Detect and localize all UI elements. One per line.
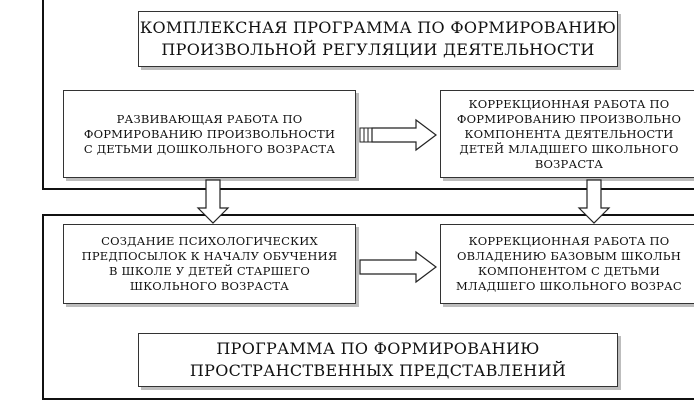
arrow-down-icon-left (196, 179, 230, 224)
correction-basic-line-2: ОВЛАДЕНИЮ БАЗОВЫМ ШКОЛЬН (457, 249, 681, 263)
bottom-title-line-1: ПРОГРАММА ПО ФОРМИРОВАНИЮ (216, 339, 540, 358)
correction-activity-box: КОРРЕКЦИОННАЯ РАБОТА ПО ФОРМИРОВАНИЮ ПРО… (440, 90, 694, 178)
bottom-frame (42, 214, 694, 400)
correction-basic-line-3: КОМПОНЕНТОМ С ДЕТЬМИ (478, 264, 660, 278)
correction-activity-line-3: КОМПОНЕНТА ДЕЯТЕЛЬНОСТИ (464, 126, 674, 141)
top-title-line-2: ПРОИЗВОЛЬНОЙ РЕГУЛЯЦИИ ДЕЯТЕЛЬНОСТИ (161, 40, 595, 59)
prerequisites-line-3: В ШКОЛЕ У ДЕТЕЙ СТАРШЕГО (109, 264, 310, 278)
prerequisites-line-2: ПРЕДПОСЫЛОК К НАЧАЛУ ОБУЧЕНИЯ (81, 249, 338, 263)
correction-activity-line-4: ДЕТЕЙ МЛАДШЕГО ШКОЛЬНОГО (459, 141, 679, 156)
prerequisites-line-1: СОЗДАНИЕ ПСИХОЛОГИЧЕСКИХ (101, 234, 318, 248)
preschool-line-2: ФОРМИРОВАНИЮ ПРОИЗВОЛЬНОСТИ (83, 126, 336, 141)
psych-prerequisites-box: СОЗДАНИЕ ПСИХОЛОГИЧЕСКИХ ПРЕДПОСЫЛОК К Н… (63, 224, 356, 304)
preschool-line-3: С ДЕТЬМИ ДОШКОЛЬНОГО ВОЗРАСТА (83, 141, 336, 156)
spatial-program-title-box: ПРОГРАММА ПО ФОРМИРОВАНИЮ ПРОСТРАНСТВЕНН… (138, 333, 618, 387)
preschool-development-box: РАЗВИВАЮЩАЯ РАБОТА ПО ФОРМИРОВАНИЮ ПРОИЗ… (63, 90, 356, 178)
correction-activity-line-1: КОРРЕКЦИОННАЯ РАБОТА ПО (468, 96, 670, 111)
complex-program-title-box: КОМПЛЕКСНАЯ ПРОГРАММА ПО ФОРМИРОВАНИЮ ПР… (138, 11, 618, 67)
top-title-line-1: КОМПЛЕКСНАЯ ПРОГРАММА ПО ФОРМИРОВАНИЮ (139, 18, 617, 37)
preschool-line-1: РАЗВИВАЮЩАЯ РАБОТА ПО (116, 111, 303, 126)
correction-activity-line-5: ВОЗРАСТА (534, 156, 604, 171)
arrow-right-icon-top (359, 118, 437, 152)
correction-basic-line-1: КОРРЕКЦИОННАЯ РАБОТА ПО (468, 234, 670, 248)
correction-basic-box: КОРРЕКЦИОННАЯ РАБОТА ПО ОВЛАДЕНИЮ БАЗОВЫ… (440, 224, 694, 304)
prerequisites-line-4: ШКОЛЬНОГО ВОЗРАСТА (129, 279, 290, 293)
bottom-title-line-2: ПРОСТРАНСТВЕННЫХ ПРЕДСТАВЛЕНИЙ (189, 361, 567, 380)
top-frame (42, 0, 694, 190)
correction-basic-line-4: МЛАДШЕГО ШКОЛЬНОГО ВОЗРАС (456, 279, 682, 293)
arrow-right-icon-bottom (359, 250, 437, 284)
correction-activity-line-2: ФОРМИРОВАНИЮ ПРОИЗВОЛЬНО (456, 111, 682, 126)
arrow-down-icon-right (577, 179, 611, 224)
